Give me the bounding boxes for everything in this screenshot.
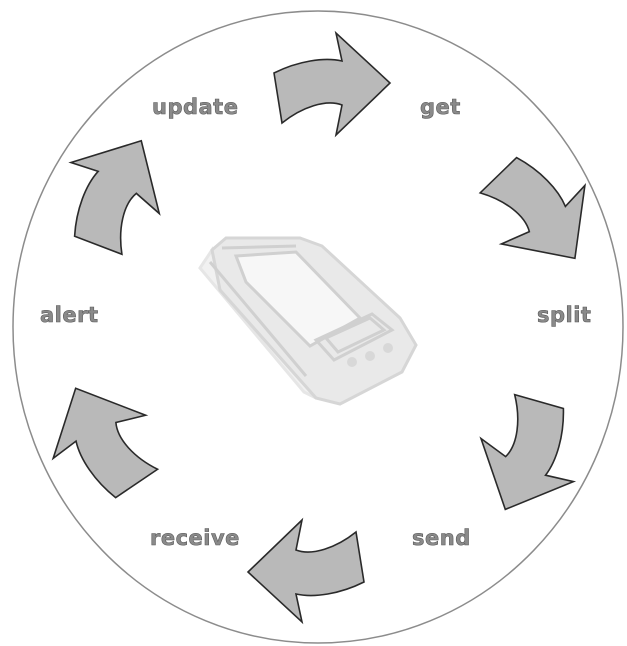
arrow-send-to-receive curved-arrow-icon — [246, 517, 365, 625]
step-label-split: split — [537, 303, 591, 327]
arrow-receive-to-alert curved-arrow-icon — [51, 387, 160, 499]
arrow-get-to-split curved-arrow-icon — [478, 156, 587, 260]
arrow-split-to-send curved-arrow-icon — [479, 393, 577, 511]
step-label-update: update — [152, 95, 238, 119]
cycle-circle — [12, 10, 624, 644]
step-label-get: get — [420, 95, 461, 119]
step-label-receive: receive — [150, 526, 240, 550]
step-label-alert: alert — [40, 303, 99, 327]
step-label-send: send — [412, 526, 471, 550]
arrow-update-to-get curved-arrow-icon — [273, 30, 392, 138]
pda-handheld-device-icon — [198, 236, 418, 406]
arrow-alert-to-update curved-arrow-icon — [68, 139, 161, 256]
